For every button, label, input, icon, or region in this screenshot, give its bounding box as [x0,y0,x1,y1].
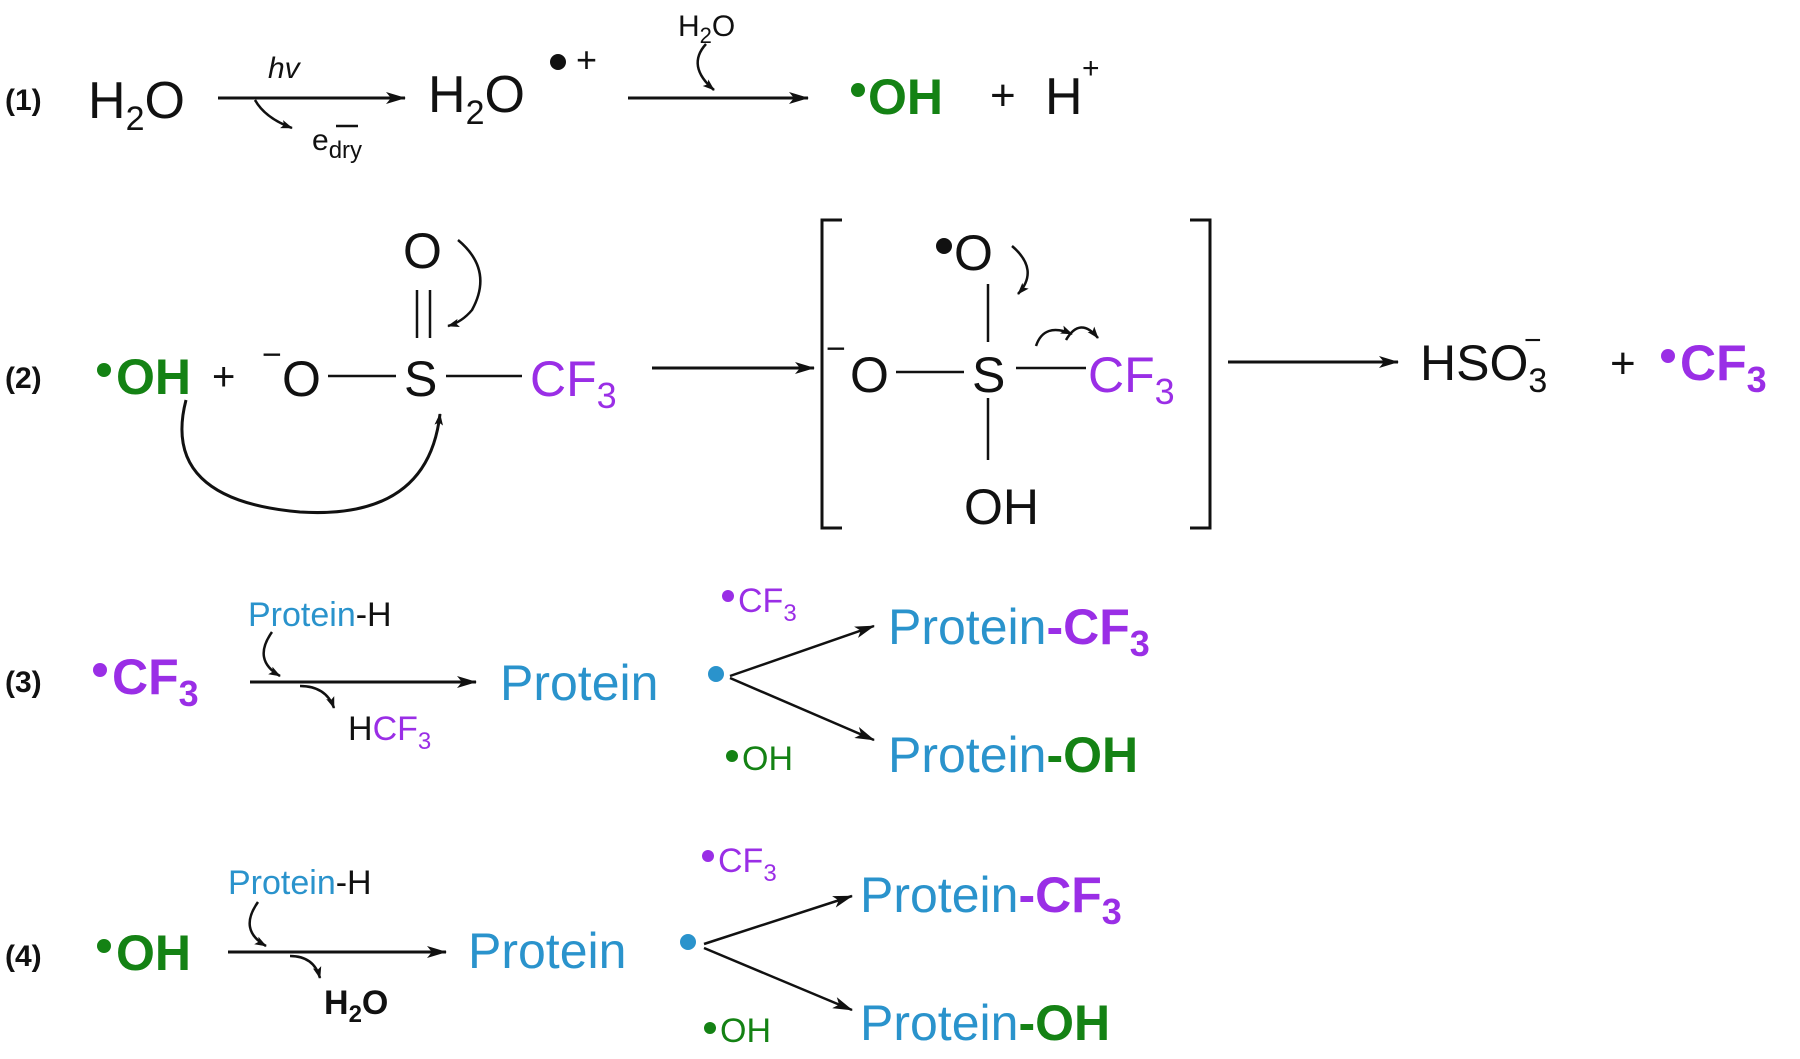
hv-label: hv [268,52,302,85]
dry-electron-label: edry [312,124,362,164]
water-reactant: H2O [88,72,185,138]
intermediate-oxyl-oxygen: O [954,225,993,281]
cf3-radical-reagent: CF3 [738,582,797,627]
water-byproduct: H2O [324,984,388,1028]
oh-radical-reagent: OH [742,740,793,778]
h-abstraction-curved-arrow [262,631,281,678]
protein-h-reagent: Protein-H [228,864,372,902]
cf3-radical-reagent: CF3 [718,842,777,887]
reaction-number-2: (2) [5,362,42,395]
protein-radical: Protein [468,923,626,979]
bisulfite-product: HSO3 [1420,335,1547,400]
radical-dot [708,666,724,682]
hydroxyl-radical: OH [116,349,191,405]
intermediate-hydroxyl: OH [964,479,1039,535]
radical-dot [851,83,865,97]
water-radical-cation: H2O [428,66,525,132]
hydroxyl-attack-curved-arrow [180,399,443,515]
water-reagent-label: H2O [678,10,735,48]
intermediate-trifluoromethyl: CF3 [1088,347,1175,412]
plus-sign: + [1610,339,1636,388]
radical-dot [936,238,952,254]
bisulfite-charge: − [1524,324,1542,357]
radical-dot [97,363,111,377]
radical-dot [722,590,734,602]
reaction-number-3: (3) [5,666,42,699]
h-abstraction-curved-arrow [248,901,267,948]
trifluoromethyl-group: CF3 [530,351,617,416]
sulfur-atom: S [404,351,437,407]
radical-dot [1661,349,1675,363]
left-bracket [820,218,842,530]
trifluoromethyl-radical: CF3 [112,649,199,714]
radical-dot [550,54,566,70]
branch-arrow-cf3 [729,624,875,678]
reaction-number-4: (4) [5,940,42,973]
branch-arrow-cf3 [703,894,853,946]
electron-push-arrow [1034,325,1073,347]
water-release-curved-arrow [289,954,322,979]
water-uptake-curved-arrow [696,43,715,91]
protein-h-reagent: Protein-H [248,596,392,634]
radical-dot [680,934,696,950]
protein-oh-product: Protein-OH [888,727,1138,783]
protein-cf3-product: Protein-CF3 [888,599,1150,664]
radical-dot [704,1022,716,1034]
hydroxyl-radical: OH [868,69,943,125]
reaction-number-1: (1) [5,84,42,117]
trifluoromethyl-radical: CF3 [1680,335,1767,400]
proton: H [1045,68,1083,126]
hcf3-release-curved-arrow [299,684,336,709]
plus-sign: + [212,355,235,399]
proton-charge: + [1082,52,1100,85]
radical-dot [726,750,738,762]
intermediate-sulfur: S [972,347,1005,403]
branch-arrow-oh [729,676,875,742]
electron-release-arrow [253,99,293,130]
anion-oxygen: O [282,351,321,407]
right-bracket [1190,218,1212,530]
reaction-1: (1) H2O hv edry H2O + H2O OH + H + [5,10,1100,164]
protein-oh-product: Protein-OH [860,995,1110,1051]
intermediate-oxygen: O [850,347,889,403]
reaction-4: (4) OH Protein-H H2O Protein CF3 OH Prot… [5,842,1122,1051]
oh-radical-reagent: OH [720,1012,771,1050]
reaction-3: (3) CF3 Protein-H HCF3 Protein CF3 OH Pr… [5,582,1150,783]
fluoroform-byproduct: HCF3 [348,710,431,755]
protein-cf3-product: Protein-CF3 [860,867,1122,932]
electron-push-arrow [447,239,482,328]
anion-charge: − [262,336,282,374]
hydroxyl-radical: OH [116,925,191,981]
radical-dot [702,850,714,862]
electron-push-arrow [1064,326,1099,341]
reaction-2: (2) OH + − O S O CF3 − O S O OH CF3 [5,218,1767,535]
radical-dot [93,663,107,677]
intermediate-anion-charge: − [826,330,846,368]
sulfinyl-oxygen: O [403,223,442,279]
protein-radical: Protein [500,655,658,711]
plus-sign: + [990,71,1016,120]
branch-arrow-oh [703,946,853,1012]
cation-charge: + [576,39,597,80]
electron-push-arrow [1011,245,1029,295]
radical-dot [97,939,111,953]
